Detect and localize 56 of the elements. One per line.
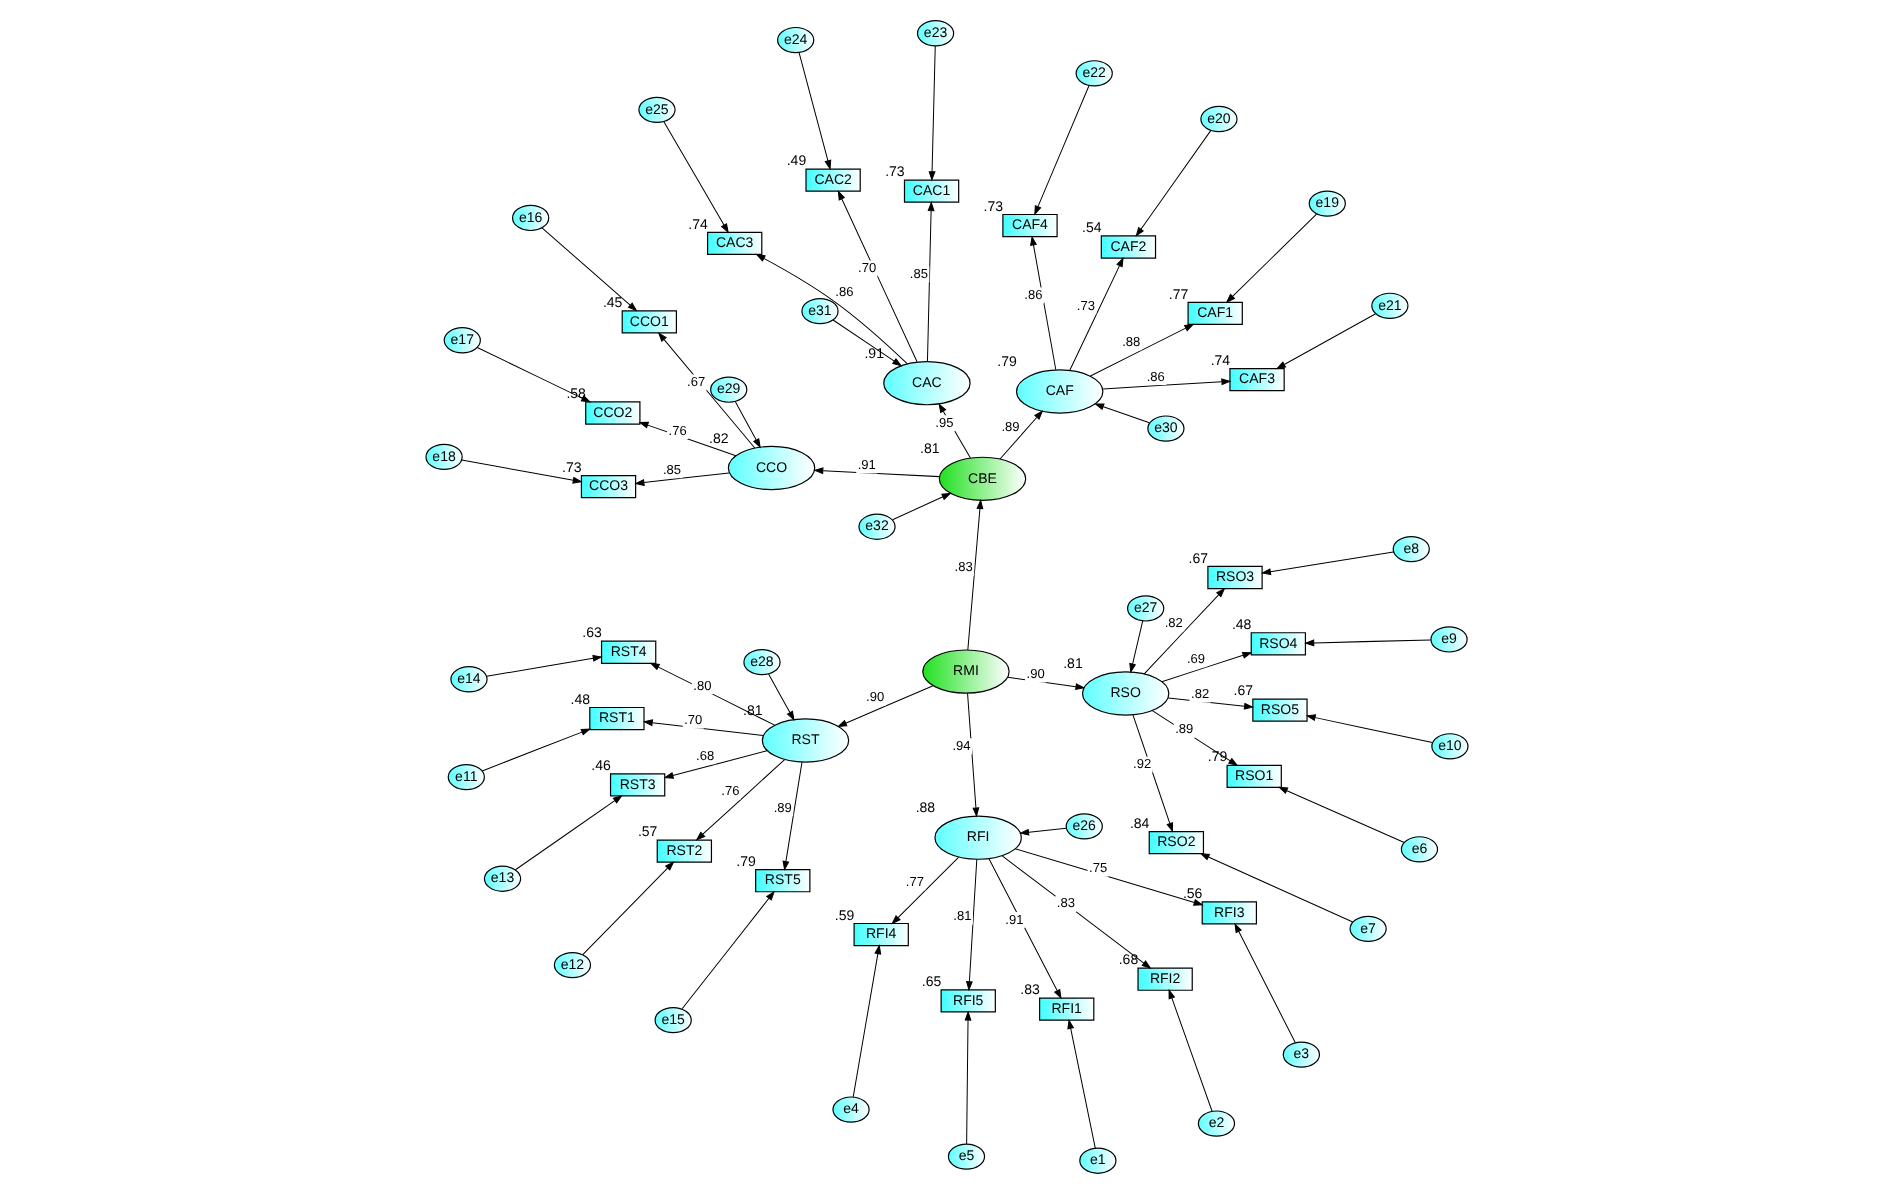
arrow (1067, 1019, 1096, 1149)
arrow (663, 121, 729, 233)
arrow (643, 719, 764, 737)
arrow (892, 492, 951, 521)
arrow (837, 190, 918, 363)
arrow (1089, 324, 1194, 377)
arrow (476, 347, 591, 403)
arrow (967, 500, 984, 651)
arrow (658, 332, 756, 449)
arrow (814, 467, 941, 478)
arrow (1278, 786, 1405, 844)
arrow (635, 472, 730, 486)
arrow (1226, 213, 1318, 303)
arrow (1014, 848, 1203, 906)
arrow (1261, 551, 1394, 576)
arrow (1034, 85, 1090, 215)
arrow (782, 761, 803, 870)
arrow (1151, 710, 1238, 766)
arrow (1168, 989, 1213, 1112)
arrow (650, 662, 776, 726)
arrow (681, 891, 775, 1010)
arrow (461, 459, 582, 484)
arrow (734, 401, 761, 448)
arrow (1306, 714, 1433, 744)
arrow (541, 227, 637, 312)
arrow (696, 759, 786, 841)
arrow (928, 45, 936, 181)
arrow (988, 858, 1062, 999)
arrow (1276, 313, 1377, 369)
arrow (756, 254, 908, 365)
arrow (832, 319, 902, 367)
arrow (966, 858, 978, 991)
arrow (967, 692, 980, 817)
arrow (926, 202, 935, 362)
arrow (798, 52, 832, 170)
arrow (1095, 403, 1150, 424)
arrow (1234, 923, 1296, 1044)
arrow (1030, 236, 1057, 371)
arrow (1167, 697, 1254, 710)
arrow (1007, 676, 1085, 690)
arrow (1129, 620, 1144, 673)
arrow (1102, 378, 1231, 390)
arrow (891, 856, 959, 924)
arrow (837, 685, 934, 727)
arrow (964, 1011, 972, 1145)
arrow (852, 945, 882, 1098)
arrow (1020, 827, 1067, 836)
arrow (582, 861, 674, 956)
arrow (486, 654, 602, 677)
arrow (768, 673, 795, 721)
arrow (481, 728, 591, 772)
arrow (1143, 588, 1225, 675)
arrow (1305, 639, 1432, 647)
arrow (1135, 129, 1212, 237)
arrow (515, 795, 623, 871)
arrow (1069, 257, 1124, 371)
